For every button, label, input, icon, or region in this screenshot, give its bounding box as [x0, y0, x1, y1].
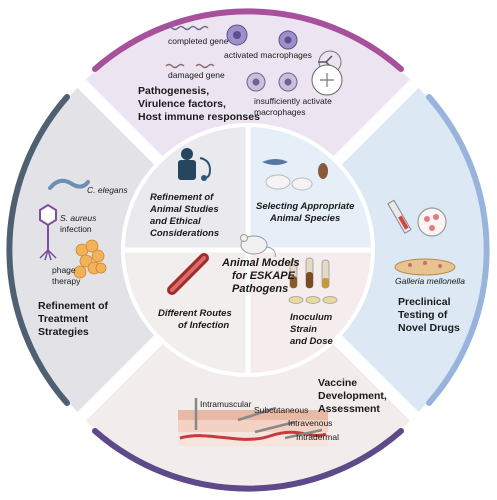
right-heading-line-1: Preclinical — [398, 296, 451, 308]
bottom-rim-arc — [92, 428, 404, 492]
bottom-heading-line-2: Development, — [318, 390, 387, 402]
inner-inoculum-line-3: and Dose — [290, 336, 333, 347]
damaged-gene-label: damaged gene — [168, 70, 225, 80]
inner-quadrant-top-left — [125, 127, 248, 250]
c-elegans-label: C. elegans — [87, 185, 128, 195]
subcutaneous-label: Subcutaneous — [254, 405, 308, 415]
bottom-heading: Vaccine Development, Assessment — [318, 377, 387, 415]
inner-selecting-line-1: Selecting Appropriate — [256, 201, 355, 212]
galleria-larva-icon — [394, 258, 456, 276]
activated-macrophages-label: activated macrophages — [224, 50, 312, 60]
galleria-label: Galleria mellonella — [395, 276, 465, 286]
activated-macrophage-icon — [226, 24, 298, 50]
left-heading: Refinement of Treatment Strategies — [38, 300, 109, 338]
insufficient-macrophage-icon — [246, 64, 343, 96]
right-heading-line-3: Novel Drugs — [398, 322, 460, 334]
right-rim-arc — [426, 94, 490, 406]
injection-syringes-icon — [194, 398, 323, 440]
intravenous-label: Intravenous — [288, 418, 332, 428]
intradermal-label: Intradermal — [296, 432, 339, 442]
insufficient-macrophages-line-1: insufficiently activate — [254, 96, 332, 106]
inner-refinement-label: Refinement of Animal Studies and Ethical… — [149, 192, 219, 239]
inoculum-tubes-icon — [288, 257, 338, 304]
center-title-line-3: Pathogens — [232, 283, 288, 295]
phage-therapy-line-1: phage — [52, 265, 76, 275]
researcher-icon — [178, 148, 212, 181]
bottom-heading-line-3: Assessment — [318, 403, 380, 415]
c-elegans-icon — [48, 178, 90, 190]
center-title-line-2: for ESKAPE — [232, 270, 296, 282]
animal-species-icon — [262, 159, 328, 191]
insufficient-macrophages-line-2: macrophages — [254, 107, 306, 117]
phage-icon — [39, 203, 57, 261]
petri-dish-icon — [417, 207, 447, 237]
inner-inoculum-line-1: Inoculum — [290, 312, 333, 323]
top-heading-line-2: Virulence factors, — [138, 98, 226, 110]
s-aureus-cluster-icon — [73, 239, 107, 279]
left-heading-line-1: Refinement of — [38, 300, 109, 312]
bottom-heading-line-1: Vaccine — [318, 377, 357, 389]
damaged-gene-icon — [165, 63, 215, 69]
completed-gene-label: completed gene — [168, 36, 229, 46]
completed-gene-icon — [165, 25, 209, 31]
blood-vessel-icon — [167, 253, 209, 295]
left-heading-line-2: Treatment — [38, 313, 89, 325]
s-aureus-label-line-1: S. aureus — [60, 213, 97, 223]
left-rim-arc — [6, 94, 70, 406]
phage-therapy-line-2: therapy — [52, 276, 81, 286]
inner-refinement-line-1: Refinement of — [150, 192, 214, 203]
inner-routes-line-1: Different Routes — [158, 308, 232, 319]
intramuscular-label: Intramuscular — [200, 399, 252, 409]
s-aureus-label-line-2: infection — [60, 224, 92, 234]
inner-refinement-line-2: Animal Studies — [149, 204, 219, 215]
mouse-icon — [240, 234, 276, 258]
inner-inoculum-line-2: Strain — [290, 324, 317, 335]
inner-refinement-line-3: and Ethical — [150, 216, 201, 227]
inner-selecting-line-2: Animal Species — [269, 213, 340, 224]
inner-refinement-line-4: Considerations — [150, 228, 219, 239]
right-heading-line-2: Testing of — [398, 309, 448, 321]
left-heading-line-3: Strategies — [38, 326, 89, 338]
syringe-icon — [387, 199, 412, 234]
top-rim-arc — [92, 8, 404, 72]
top-heading-line-1: Pathogenesis, — [138, 85, 209, 97]
inner-routes-line-2: of Infection — [178, 320, 229, 331]
top-heading: Pathogenesis, Virulence factors, Host im… — [138, 85, 260, 123]
center-title: Animal Models for ESKAPE Pathogens — [221, 257, 300, 295]
inner-quadrant-bottom-left — [125, 250, 248, 373]
inner-quadrant-bottom-right — [248, 250, 371, 373]
center-title-line-1: Animal Models — [221, 257, 300, 269]
top-heading-line-3: Host immune responses — [138, 111, 260, 123]
right-heading: Preclinical Testing of Novel Drugs — [398, 296, 460, 334]
